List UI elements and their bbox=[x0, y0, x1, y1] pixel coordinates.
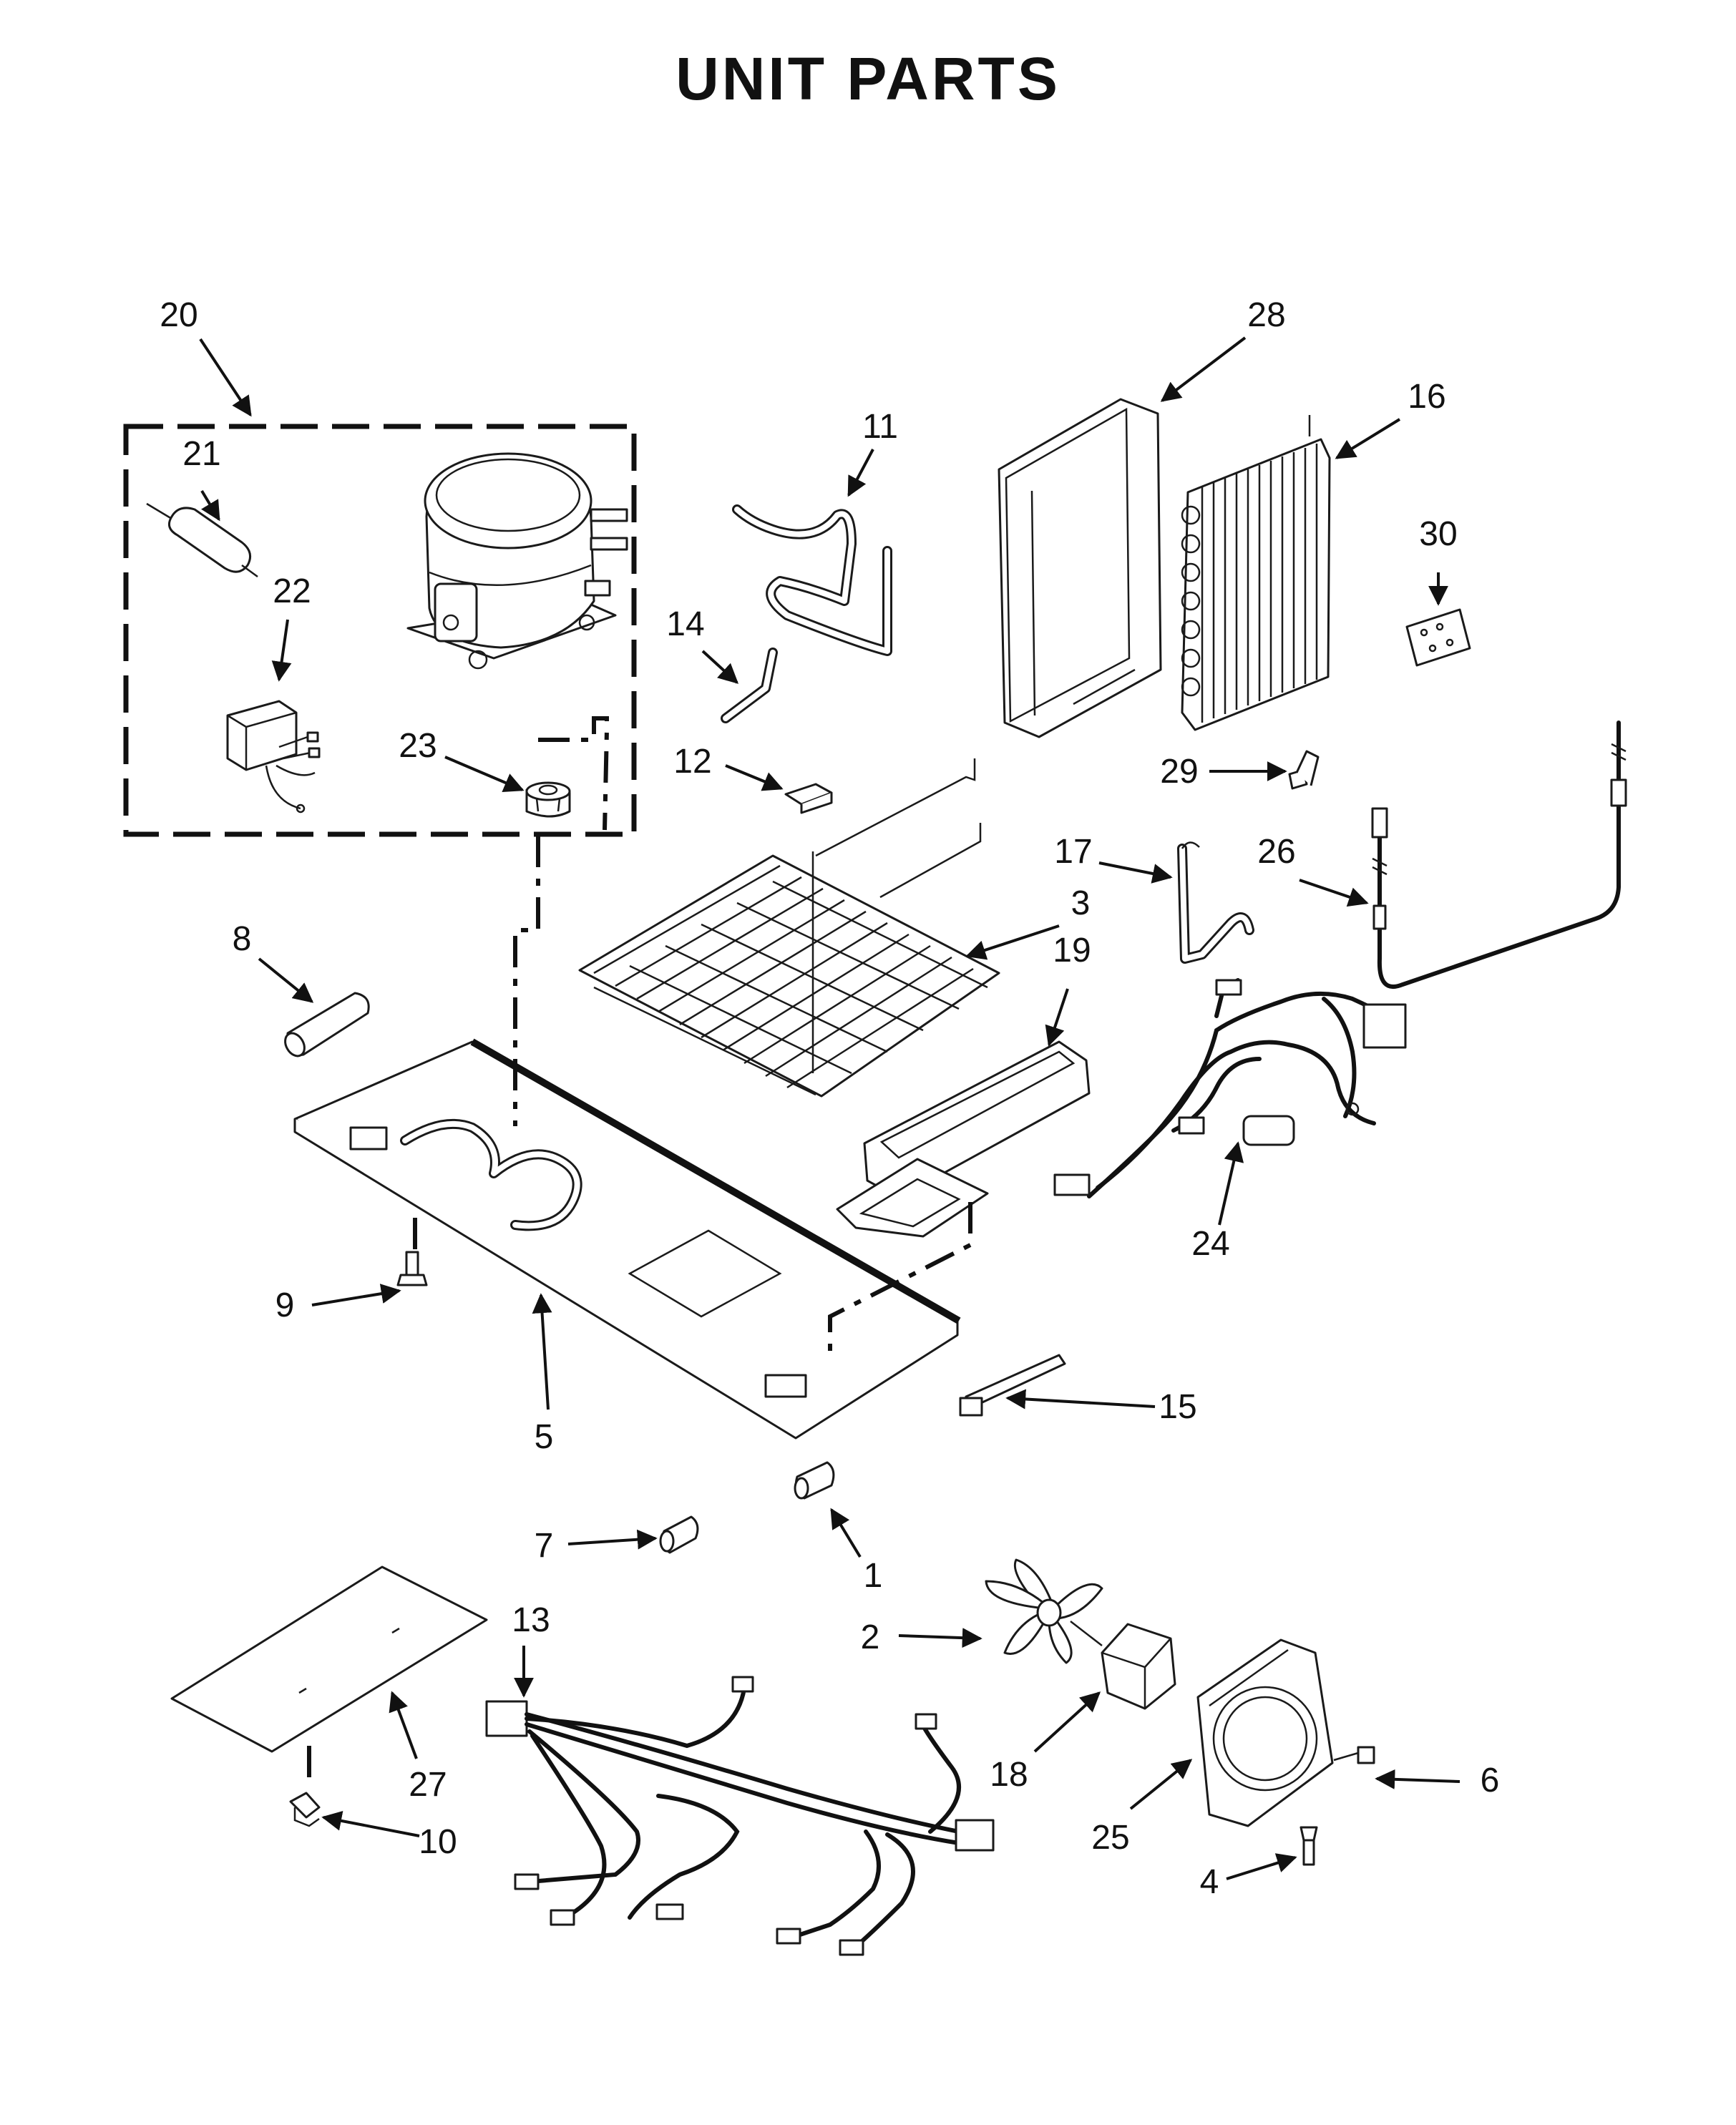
part-10-clip bbox=[289, 1792, 321, 1827]
callout-26: 26 bbox=[1257, 833, 1295, 871]
callout-21: 21 bbox=[182, 435, 220, 473]
callout-27: 27 bbox=[409, 1766, 447, 1804]
part-16-evaporator bbox=[1181, 415, 1331, 731]
part-4-screw bbox=[1299, 1826, 1318, 1866]
part-8-sleeve bbox=[284, 992, 370, 1057]
callout-7: 7 bbox=[535, 1527, 554, 1565]
callout-20: 20 bbox=[160, 296, 198, 334]
part-29-clip bbox=[1288, 750, 1320, 790]
part-14-tube bbox=[721, 648, 778, 723]
part-18-fan-motor bbox=[1070, 1621, 1176, 1710]
callout-16: 16 bbox=[1408, 378, 1445, 416]
leader-arrows bbox=[199, 336, 1461, 1880]
callout-labels: 20 21 22 23 11 14 12 28 16 30 29 8 3 17 … bbox=[160, 296, 1499, 1901]
callout-25: 25 bbox=[1091, 1819, 1129, 1857]
part-2-fan-blade bbox=[985, 1558, 1103, 1664]
callout-23: 23 bbox=[399, 727, 437, 765]
callout-3: 3 bbox=[1071, 884, 1091, 922]
compressor-assembly-group bbox=[123, 424, 637, 837]
part-5-base-plate bbox=[293, 1038, 961, 1440]
part-26-sensor-harness bbox=[1371, 720, 1627, 990]
part-3-condenser bbox=[578, 758, 1000, 1098]
part-25-fan-shroud bbox=[1196, 1638, 1334, 1827]
callout-29: 29 bbox=[1160, 753, 1198, 791]
callout-8: 8 bbox=[233, 920, 252, 958]
part-30-plate bbox=[1405, 608, 1471, 667]
part-7-bushing bbox=[659, 1515, 699, 1554]
callout-17: 17 bbox=[1054, 833, 1092, 871]
callout-9: 9 bbox=[275, 1286, 295, 1324]
callout-15: 15 bbox=[1159, 1388, 1196, 1426]
part-28-evaporator-cover bbox=[998, 398, 1162, 738]
callout-2: 2 bbox=[861, 1618, 880, 1656]
part-23-grommet bbox=[525, 781, 571, 818]
callout-22: 22 bbox=[273, 572, 311, 610]
part-9-screw bbox=[396, 1251, 428, 1286]
part-12-clip bbox=[784, 783, 833, 814]
part-27-pad bbox=[170, 1565, 488, 1753]
part-21-filter-drier bbox=[146, 502, 258, 578]
part-24-wire-harness bbox=[1053, 978, 1407, 1198]
callout-13: 13 bbox=[512, 1601, 550, 1639]
callout-4: 4 bbox=[1200, 1863, 1219, 1901]
part-13-wire-harness bbox=[485, 1676, 995, 1956]
part-1-bushing bbox=[794, 1461, 835, 1500]
callout-6: 6 bbox=[1481, 1762, 1500, 1799]
part-17-retainer bbox=[1177, 841, 1254, 964]
callout-5: 5 bbox=[535, 1418, 554, 1456]
callout-12: 12 bbox=[673, 743, 711, 781]
callout-24: 24 bbox=[1191, 1225, 1229, 1263]
callout-1: 1 bbox=[864, 1557, 883, 1595]
callout-19: 19 bbox=[1053, 932, 1091, 969]
diagram-title: UNIT PARTS bbox=[676, 45, 1060, 112]
callout-14: 14 bbox=[666, 605, 704, 643]
callout-10: 10 bbox=[419, 1823, 457, 1861]
callout-30: 30 bbox=[1419, 515, 1457, 553]
callout-18: 18 bbox=[990, 1756, 1028, 1794]
part-22-start-relay bbox=[226, 700, 321, 814]
part-15-cable-tie bbox=[959, 1354, 1066, 1417]
part-19-drain-pan bbox=[836, 1040, 1091, 1238]
callout-11: 11 bbox=[862, 408, 898, 446]
compressor bbox=[406, 452, 628, 670]
part-6-screw bbox=[1333, 1746, 1375, 1764]
callout-28: 28 bbox=[1247, 296, 1285, 334]
part-11-tube bbox=[732, 504, 892, 656]
